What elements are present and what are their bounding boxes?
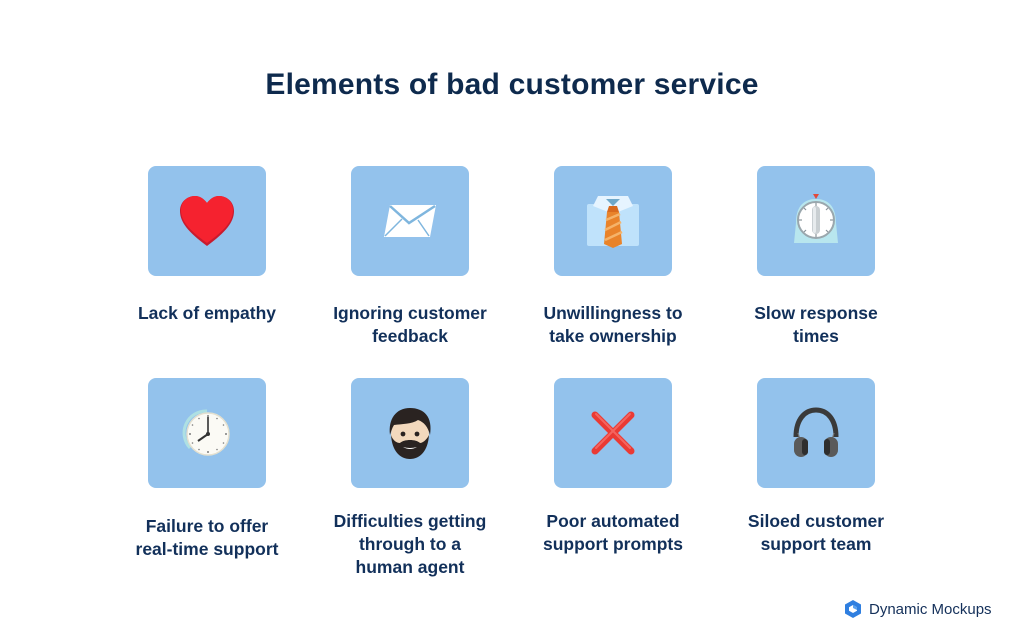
item-label: Slow response times [754,303,878,346]
dynamic-mockups-logo-icon [845,600,861,618]
item-label: Difficulties getting through to a human … [333,511,487,577]
item-slow-response: Slow response times [716,166,916,348]
item-ignoring-feedback: Ignoring customer feedback [310,166,510,348]
item-tile [757,166,875,276]
item-label: Unwillingness to take ownership [543,303,683,346]
item-real-time-support: Failure to offer real-time support [107,378,307,561]
bearded-man-icon [389,408,431,459]
item-tile [148,378,266,488]
item-label: Poor automated support prompts [543,511,683,554]
shirt-tie-icon [587,196,639,248]
item-poor-automated-prompts: Poor automated support prompts [513,378,713,556]
cross-mark-icon [591,411,635,455]
item-tile [351,166,469,276]
item-tile [351,378,469,488]
clock-icon [182,409,230,456]
item-unwillingness-ownership: Unwillingness to take ownership [513,166,713,348]
brand-name: Dynamic Mockups [869,600,992,618]
item-siloed-team: Siloed customer support team [716,378,916,556]
item-label: Ignoring customer feedback [333,303,487,346]
page-title: Elements of bad customer service [265,68,759,101]
item-label: Siloed customer support team [747,511,885,554]
brand-logo: Dynamic Mockups [843,599,992,619]
timer-icon [794,194,838,243]
item-tile [148,166,266,276]
item-tile [757,378,875,488]
item-label: Lack of empathy [137,303,277,323]
envelope-icon [384,204,436,237]
item-lack-of-empathy: Lack of empathy [107,166,307,325]
item-tile [554,166,672,276]
item-tile [554,378,672,488]
headphones-icon [793,407,839,457]
item-difficulties-human-agent: Difficulties getting through to a human … [310,378,510,579]
item-label: Failure to offer real-time support [135,516,279,559]
heart-icon [180,196,234,246]
